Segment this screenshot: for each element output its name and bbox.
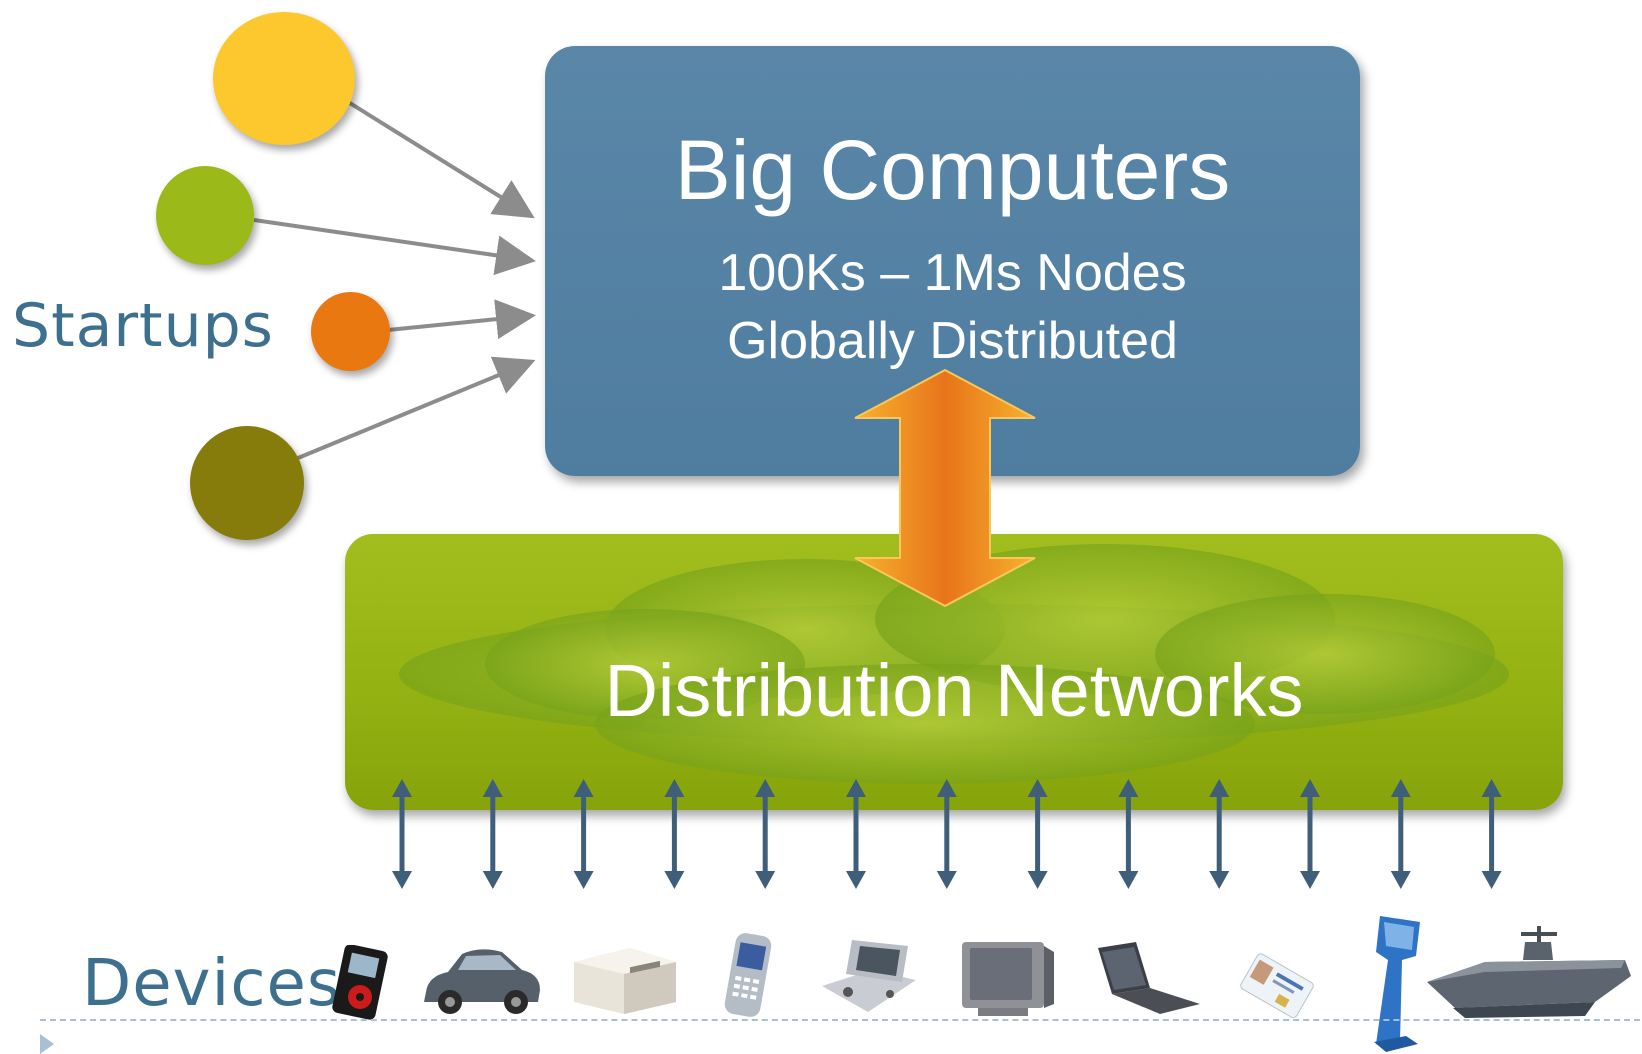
laptop-icon <box>1098 942 1200 1014</box>
aircraft-carrier-icon <box>1427 926 1631 1018</box>
id-card-icon <box>1240 953 1314 1018</box>
globally-distributed-text: Globally Distributed <box>727 312 1178 370</box>
music-player-icon <box>332 945 388 1020</box>
printer-icon <box>574 948 676 1014</box>
device-double-arrow <box>573 779 594 889</box>
devices-label: Devices <box>82 947 342 1021</box>
television-icon <box>962 942 1054 1016</box>
device-double-arrow <box>1390 779 1411 889</box>
baseline-divider <box>40 1019 1640 1021</box>
car-icon <box>424 949 540 1014</box>
device-double-arrow <box>1209 779 1230 889</box>
device-double-arrow <box>1027 779 1048 889</box>
device-double-arrow <box>1481 779 1502 889</box>
device-double-arrow <box>846 779 866 889</box>
device-double-arrow <box>482 779 503 889</box>
startup-circle-olive <box>190 426 304 540</box>
device-double-arrow <box>936 779 957 889</box>
handheld-game-console-icon <box>822 940 916 1012</box>
big-computers-title: Big Computers <box>674 123 1231 217</box>
device-double-arrow <box>755 779 776 889</box>
startup-circle-green <box>156 166 254 265</box>
slide-marker-icon <box>40 1034 54 1054</box>
kiosk-icon <box>1374 916 1420 1052</box>
device-double-arrow <box>1118 779 1139 889</box>
nodes-count-text: 100Ks – 1Ms Nodes <box>718 244 1187 302</box>
device-double-arrow <box>392 779 412 889</box>
distribution-networks-title: Distribution Networks <box>604 649 1304 732</box>
device-double-arrow <box>664 779 685 889</box>
distribution-networks-box <box>345 534 1563 810</box>
device-double-arrow <box>1300 779 1320 889</box>
startup-circle-orange <box>311 292 390 371</box>
double-arrow-icon <box>854 368 1036 608</box>
startup-arrows <box>253 98 536 460</box>
device-arrows <box>392 779 1502 889</box>
startup-circle-yellow <box>213 12 355 145</box>
mobile-phone-icon <box>724 933 772 1017</box>
startups-label: Startups <box>12 291 274 361</box>
